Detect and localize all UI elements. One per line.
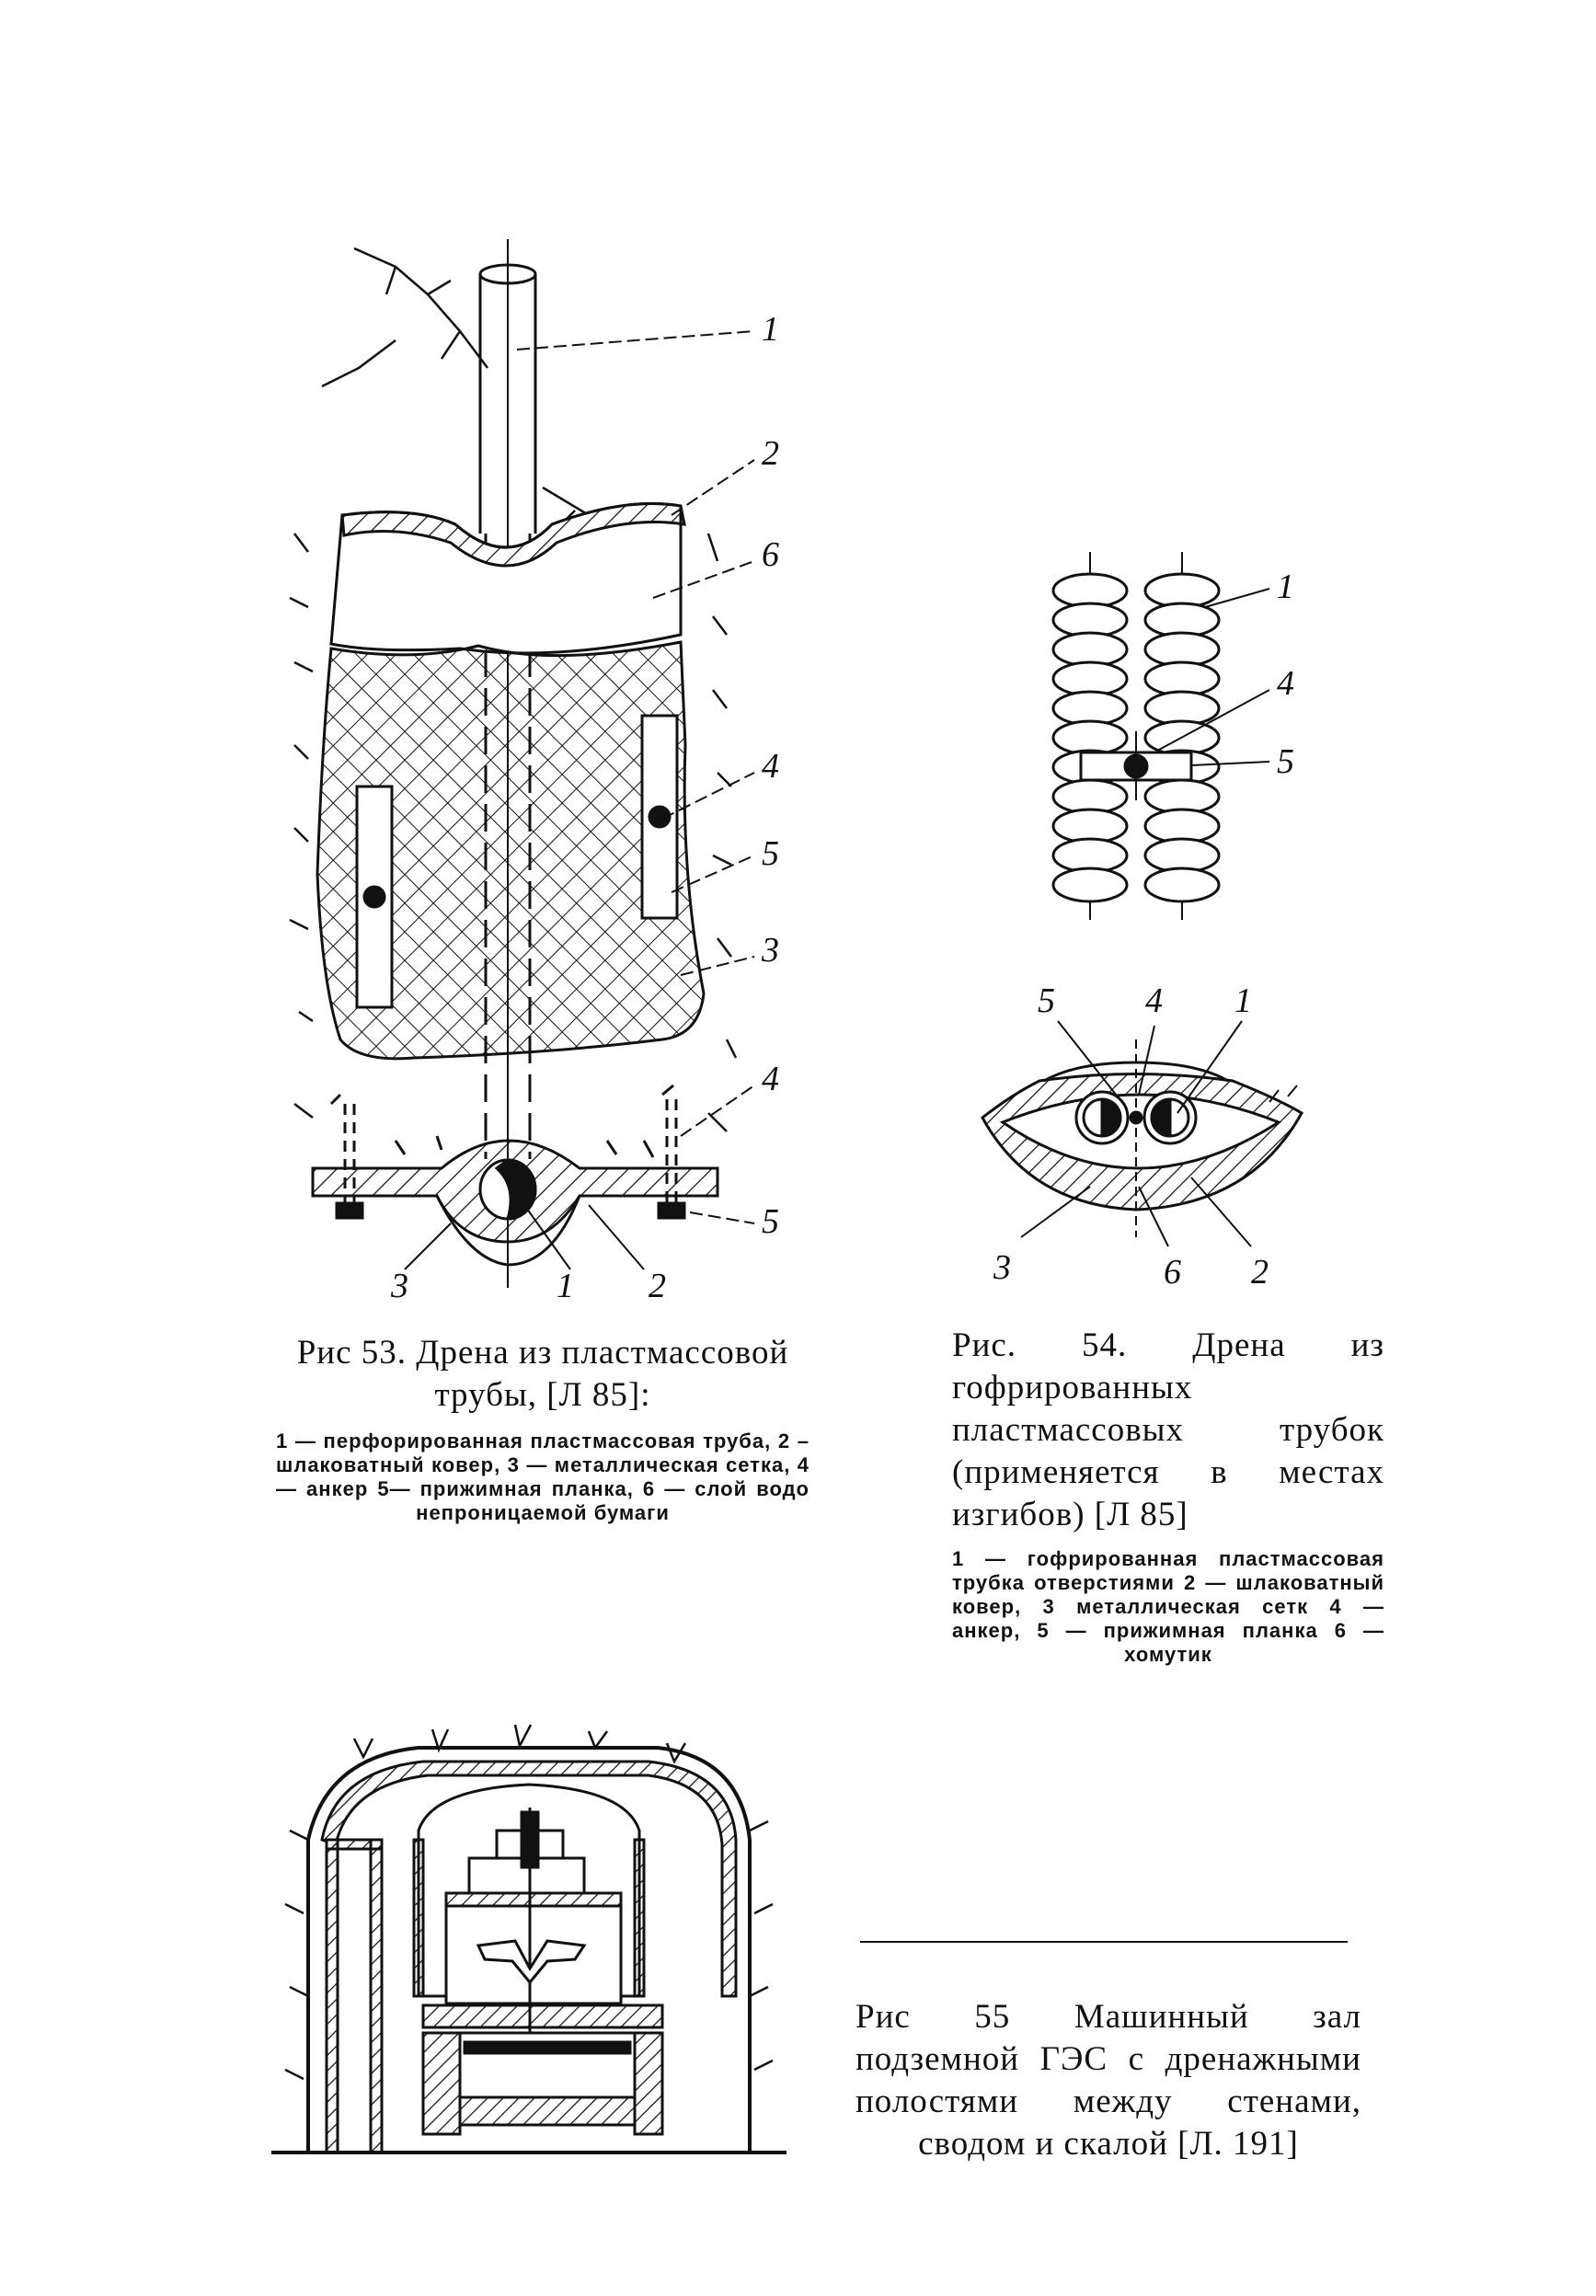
turbine-unit: [271, 1808, 787, 2154]
fig53-label-3: 3: [761, 931, 779, 970]
fig53-label-2: 2: [762, 434, 779, 473]
figure-54-title: Рис. 54. Дрена из гофрированных пластмас…: [952, 1326, 1384, 1533]
corrugated-tubes: [1051, 552, 1221, 920]
figure-55-caption: Рис 55 Машинный зал подземной ГЭС с дрен…: [855, 1996, 1361, 2165]
tube-cross-section: [981, 1039, 1304, 1237]
leader-lines: [404, 330, 755, 1270]
fig54-label-3: 3: [993, 1248, 1011, 1287]
figure-55-rule: [860, 1941, 1348, 1943]
fig53-label-1b: 1: [557, 1267, 574, 1305]
drain-body: [316, 502, 706, 1061]
figure-54-caption: Рис. 54. Дрена из гофрированных пластмас…: [952, 1325, 1384, 1667]
figure-53-callout-numbers: 1 2 6 4 5 3 4 5 3 1 2: [390, 310, 779, 1305]
figure-53-legend: 1 — перфорированная пластмассовая труба,…: [276, 1429, 809, 1524]
fig54-label-1: 1: [1277, 568, 1294, 606]
fig54-label-6: 6: [1164, 1253, 1181, 1292]
fig53-label-3b: 3: [390, 1267, 408, 1305]
fig53-label-4: 4: [762, 747, 779, 786]
bottom-carpet: [311, 1084, 719, 1267]
figure-54-legend: 1 — гофрированная пластмассовая трубка о…: [952, 1547, 1384, 1666]
fig53-label-1: 1: [762, 310, 779, 349]
figure-54-leaders-bottom: [1020, 1020, 1252, 1247]
fig53-label-5b: 5: [762, 1202, 779, 1241]
fig53-label-4b: 4: [762, 1060, 779, 1098]
figure-53-title: Рис 53. Дрена из пластмассовой трубы, [Л…: [296, 1334, 789, 1414]
fig54-label-4: 4: [1277, 664, 1294, 703]
fig53-label-6: 6: [762, 535, 779, 574]
fig54-label-2: 2: [1251, 1253, 1269, 1292]
figure-53-caption: Рис 53. Дрена из пластмассовой трубы, [Л…: [276, 1332, 809, 1525]
figure-53-drawing: 1 2 6 4 5 3 4 5 3 1 2: [289, 239, 779, 1305]
fig54-label-1b: 1: [1234, 982, 1252, 1020]
figure-55-title: Рис 55 Машинный зал подземной ГЭС с дрен…: [855, 1998, 1361, 2163]
fig53-label-2b: 2: [649, 1267, 666, 1305]
fig54-label-5b: 5: [1038, 982, 1055, 1020]
figure-55-drawing: [271, 1724, 787, 2154]
fig54-label-5: 5: [1277, 742, 1294, 781]
figure-54-drawing: 1 4 5 5 4 1 3 6: [981, 552, 1304, 1292]
fig53-label-5: 5: [762, 834, 779, 873]
figure-54-leaders-top: [1158, 588, 1270, 766]
fig54-label-4b: 4: [1145, 982, 1163, 1020]
